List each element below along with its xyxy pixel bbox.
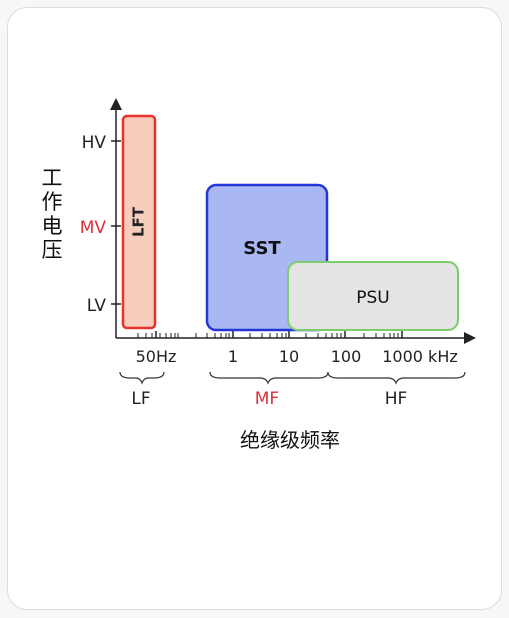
psu-label: PSU <box>356 288 390 308</box>
sst-label: SST <box>243 238 281 259</box>
lft-label: LFT <box>130 206 148 237</box>
band-label-lf: LF <box>131 389 150 409</box>
psu-block <box>287 261 459 331</box>
x-axis-title: 绝缘级频率 <box>240 428 340 452</box>
y-tick-label-mv: MV <box>80 218 107 238</box>
band-label-mf: MF <box>255 389 279 409</box>
band-label-hf: HF <box>385 389 408 409</box>
x-tick-label-1: 1 <box>228 347 238 366</box>
y-tick-label-hv: HV <box>82 133 107 153</box>
x-tick-label-50hz: 50Hz <box>136 347 177 366</box>
brace-lf <box>119 371 165 385</box>
x-tick-label-10: 10 <box>279 347 299 366</box>
y-axis-title: 工作电压 <box>41 166 63 262</box>
x-tick-label-100: 100 <box>331 347 362 366</box>
x-tick-label-1000khz: 1000 kHz <box>382 347 458 366</box>
brace-hf <box>327 371 466 385</box>
lft-block <box>121 114 157 330</box>
y-tick-label-lv: LV <box>87 296 107 316</box>
brace-mf <box>209 371 329 385</box>
x-major-ticks <box>155 331 403 338</box>
x-minor-ticks <box>137 333 399 338</box>
